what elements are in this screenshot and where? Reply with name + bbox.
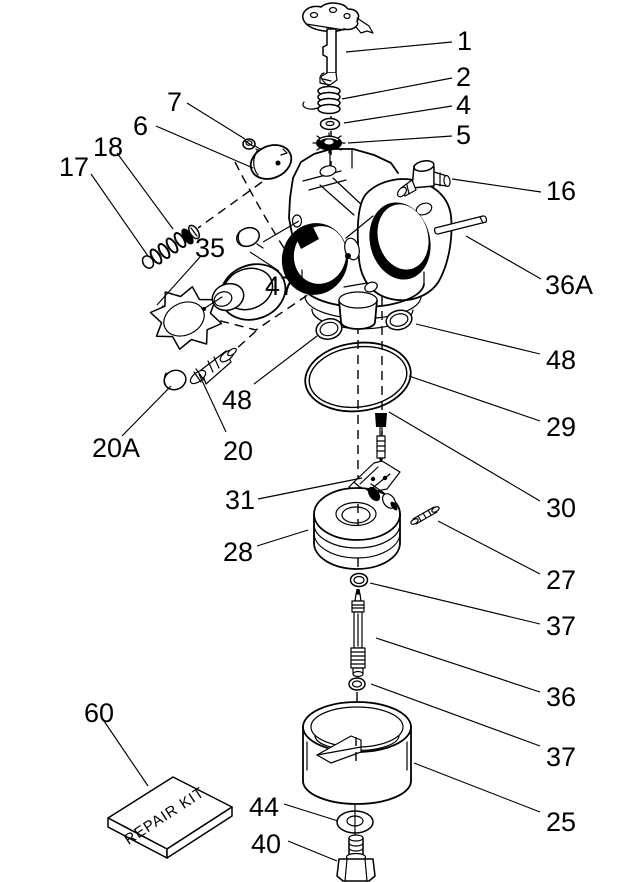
part-1-throttle-shaft	[302, 2, 374, 86]
part-48-oring-right	[385, 309, 413, 331]
part-7-screw	[242, 138, 263, 153]
callout-48-left: 48	[222, 385, 252, 415]
part-37-oring-lower	[348, 677, 366, 691]
callout-36a: 36A	[545, 270, 593, 300]
part-2-throttle-return-spring	[302, 72, 341, 115]
callout-40: 40	[251, 829, 281, 859]
callout-labels: 1 2 4 5 7 6 18 17 16 36A 35 47 48 20A 20…	[59, 26, 593, 859]
part-6-choke-plate	[249, 144, 293, 180]
callout-16: 16	[546, 176, 576, 206]
part-28-float	[313, 483, 401, 570]
part-36-main-nozzle	[350, 589, 366, 678]
leader-lines	[90, 41, 542, 862]
callout-29: 29	[546, 412, 576, 442]
callout-6: 6	[133, 111, 148, 141]
callout-35: 35	[195, 233, 225, 263]
callout-37-lower: 37	[546, 742, 576, 772]
callout-20a: 20A	[92, 433, 140, 463]
part-27-hinge-pin	[410, 506, 440, 525]
part-29-bowl-gasket	[304, 341, 412, 413]
part-60-repair-kit-box: REPAIR KIT	[107, 776, 233, 859]
callout-37-upper: 37	[546, 611, 576, 641]
callout-44: 44	[249, 792, 279, 822]
callout-47: 47	[265, 271, 295, 301]
part-47-welch-plug	[236, 220, 300, 249]
callout-20: 20	[223, 436, 253, 466]
carburetor-body	[281, 148, 453, 330]
callout-1: 1	[457, 26, 472, 56]
part-40-bowl-nut	[336, 834, 376, 882]
callout-4: 4	[456, 90, 471, 120]
callout-30: 30	[546, 493, 576, 523]
part-48-oring-left	[315, 318, 343, 340]
callout-25: 25	[546, 807, 576, 837]
part-16-elbow-fitting	[396, 160, 451, 198]
callout-48-right: 48	[546, 345, 576, 375]
part-5-lock-washer	[312, 132, 346, 154]
part-37-oring-upper	[349, 572, 369, 588]
part-17-18-idle-screw-spring	[141, 224, 201, 269]
callout-7: 7	[167, 87, 182, 117]
callout-2: 2	[456, 62, 471, 92]
part-44-fiber-washer	[336, 805, 374, 837]
callout-27: 27	[546, 565, 576, 595]
callout-36: 36	[546, 682, 576, 712]
callout-5: 5	[456, 120, 471, 150]
part-4-washer	[319, 117, 341, 131]
callout-60: 60	[84, 698, 114, 728]
part-30-needle	[375, 413, 387, 465]
part-35-primer-assembly	[149, 263, 287, 350]
callout-28: 28	[223, 537, 253, 567]
callout-18: 18	[93, 132, 123, 162]
callout-17: 17	[59, 152, 89, 182]
part-20a-plug	[163, 369, 187, 391]
part-36a-pin	[434, 215, 487, 235]
part-25-fuel-bowl	[302, 701, 412, 805]
part-20-fitting	[189, 347, 237, 385]
callout-31: 31	[225, 485, 255, 515]
